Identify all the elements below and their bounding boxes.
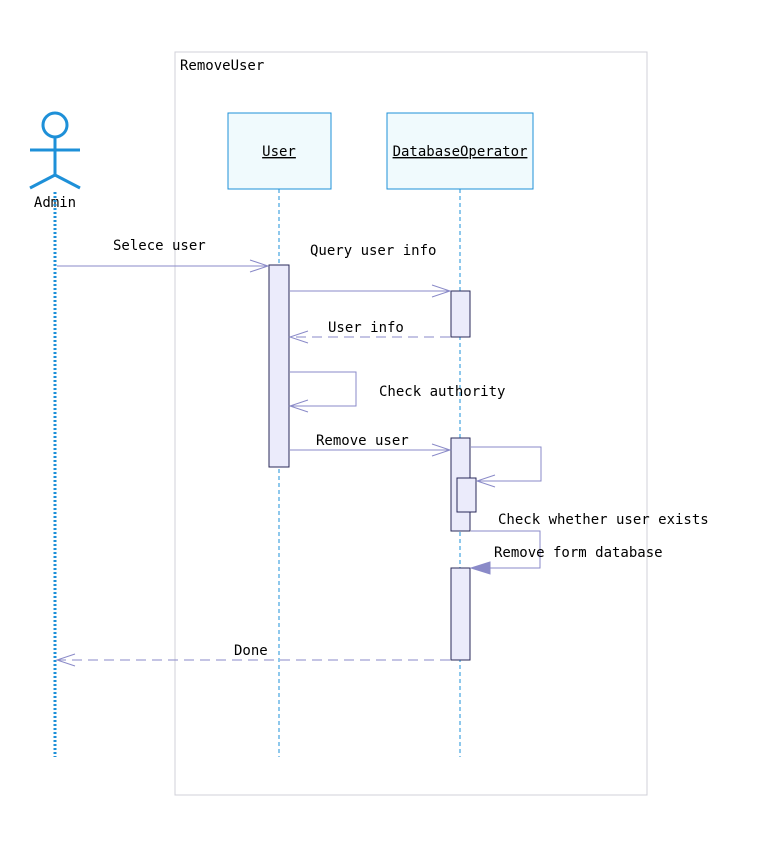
message-label-remove-form-database: Remove form database: [494, 545, 663, 561]
lifeline-label-user: User: [262, 144, 296, 160]
message-query-user-info: [290, 284, 452, 298]
actor-icon: [29, 111, 81, 190]
message-selece-user: [57, 259, 270, 273]
activation-db-query: [450, 290, 471, 338]
actor-label: Admin: [34, 195, 76, 211]
message-done: [55, 653, 450, 667]
message-label-check-authority: Check authority: [379, 384, 505, 400]
message-check-authority: [288, 371, 357, 413]
lifeline-label-database-operator: DatabaseOperator: [393, 144, 528, 160]
message-label-user-info: User info: [328, 320, 404, 336]
message-label-check-whether-user-exists: Check whether user exists: [498, 512, 709, 528]
message-label-query-user-info: Query user info: [310, 243, 436, 259]
frame-border: [174, 51, 648, 796]
activation-user: [268, 264, 290, 468]
message-check-whether-user-exists: [471, 446, 542, 488]
activation-db-nested: [456, 477, 477, 513]
message-label-selece-user: Selece user: [113, 238, 206, 254]
message-remove-user: [290, 443, 452, 457]
message-label-remove-user: Remove user: [316, 433, 409, 449]
message-remove-form-database: [469, 530, 541, 575]
message-user-info: [288, 330, 450, 344]
lifeline-head-user: [227, 112, 332, 190]
frame-title: RemoveUser: [180, 58, 264, 74]
activation-db-final: [450, 567, 471, 661]
message-label-done: Done: [234, 643, 268, 659]
